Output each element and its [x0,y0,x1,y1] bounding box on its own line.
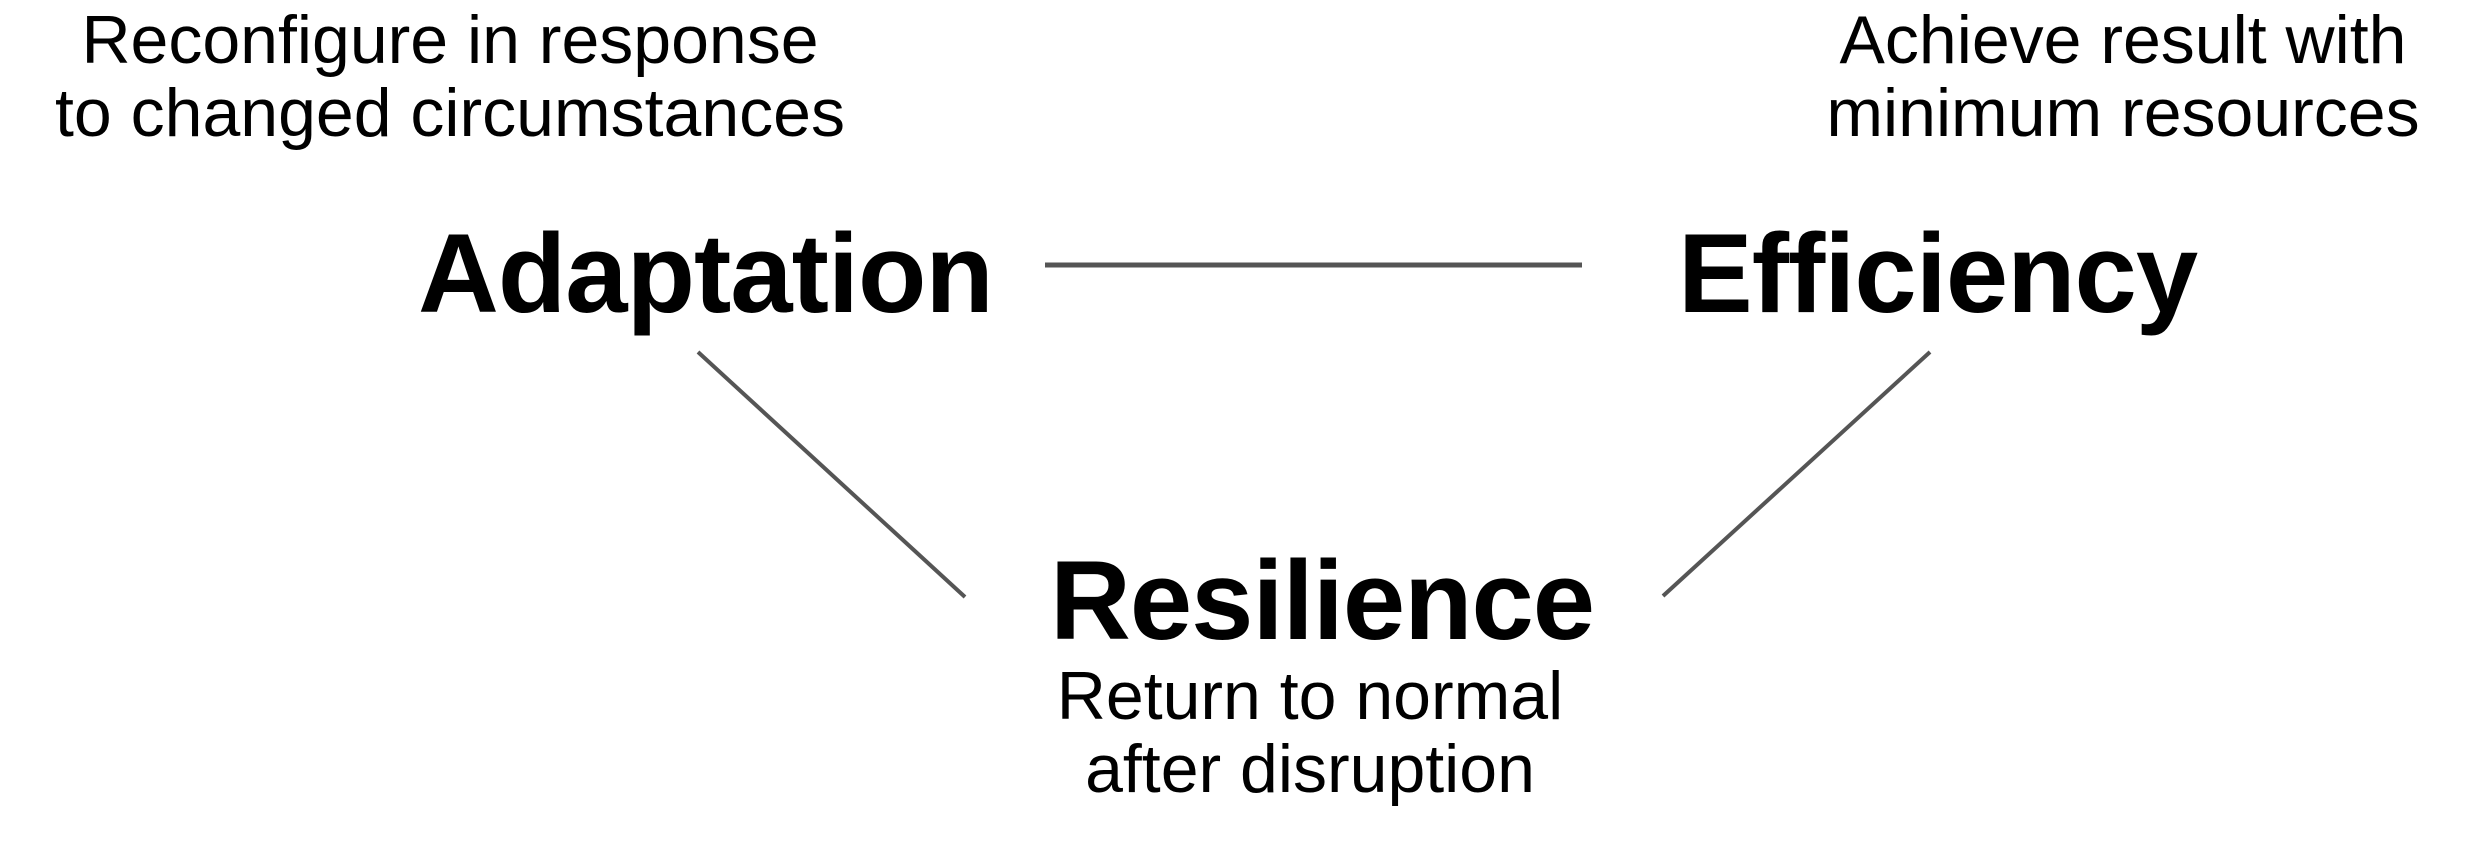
adaptation-caption: Reconfigure in response to changed circu… [0,2,900,152]
efficiency-caption: Achieve result with minimum resources [1760,2,2486,152]
resilience-caption-line-1: Return to normal [1056,658,1564,734]
resilience-caption-line-2: after disruption [1085,731,1535,808]
efficiency-caption-line-1: Achieve result with [1839,2,2407,78]
resilience-caption: Return to normal after disruption [1010,658,1610,808]
connector-adaptation-resilience [696,350,967,599]
adaptation-caption-line-1: Reconfigure in response [81,2,819,78]
node-label-adaptation: Adaptation [418,211,994,336]
connector-efficiency-resilience [1661,350,1932,598]
node-label-efficiency: Efficiency [1678,211,2198,336]
node-label-resilience: Resilience [1050,538,1595,663]
adaptation-caption-line-2: to changed circumstances [55,75,845,152]
efficiency-caption-line-2: minimum resources [1826,75,2420,152]
